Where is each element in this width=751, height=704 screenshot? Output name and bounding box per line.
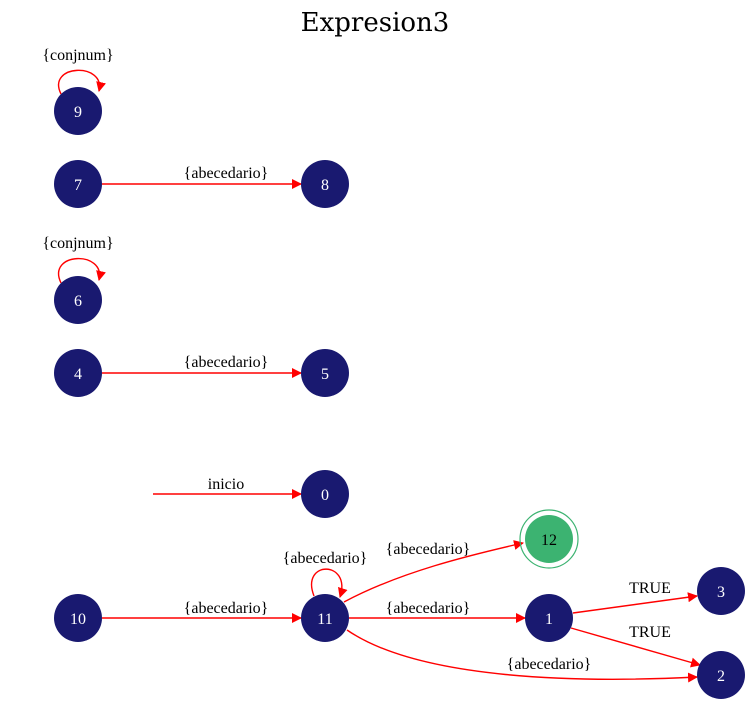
state-7: 7 bbox=[54, 160, 102, 208]
state-circle bbox=[54, 349, 102, 397]
state-circle bbox=[525, 594, 573, 642]
accept-state-12: 12 bbox=[519, 509, 579, 569]
transition-7-to-8: {abecedario} bbox=[102, 165, 302, 189]
diagram-title: Expresion3 bbox=[301, 8, 450, 38]
transition-9-to-9: {conjnum} bbox=[42, 47, 114, 95]
state-label: 10 bbox=[70, 611, 86, 628]
state-2: 2 bbox=[697, 651, 745, 699]
transition-label: {conjnum} bbox=[42, 47, 113, 64]
state-3: 3 bbox=[697, 567, 745, 615]
state-label: 5 bbox=[321, 366, 329, 383]
transition-arrow bbox=[58, 257, 106, 284]
state-label: 0 bbox=[321, 487, 329, 504]
transition-11-to-11: {abecedario} bbox=[283, 550, 368, 598]
state-circle bbox=[54, 160, 102, 208]
state-circle bbox=[301, 349, 349, 397]
state-0: 0 bbox=[301, 470, 349, 518]
transition-label: {abecedario} bbox=[184, 600, 269, 617]
state-label: 6 bbox=[74, 293, 82, 310]
transition-label: {abecedario} bbox=[184, 354, 269, 371]
state-label: 2 bbox=[717, 668, 725, 685]
transition-start-to-0: inicio bbox=[153, 476, 302, 499]
accept-ring bbox=[519, 509, 579, 569]
transition-arrow bbox=[572, 592, 698, 614]
state-circle bbox=[525, 515, 573, 563]
transition-label: {conjnum} bbox=[42, 235, 113, 252]
transition-6-to-6: {conjnum} bbox=[42, 235, 114, 284]
state-label: 3 bbox=[717, 584, 725, 601]
state-1: 1 bbox=[525, 594, 573, 642]
state-label: 8 bbox=[321, 177, 329, 194]
state-circle bbox=[54, 594, 102, 642]
state-11: 11 bbox=[301, 594, 349, 642]
state-circle bbox=[301, 470, 349, 518]
state-label: 1 bbox=[545, 611, 553, 628]
state-8: 8 bbox=[301, 160, 349, 208]
state-label: 9 bbox=[74, 104, 82, 121]
transition-arrow bbox=[58, 69, 106, 95]
transition-label: {abecedario} bbox=[386, 600, 471, 617]
state-label: 4 bbox=[74, 366, 82, 383]
transition-arrow bbox=[570, 627, 701, 668]
transition-arrow bbox=[343, 540, 524, 603]
state-circle bbox=[697, 567, 745, 615]
transition-4-to-5: {abecedario} bbox=[102, 354, 302, 378]
transition-10-to-11: {abecedario} bbox=[102, 600, 302, 623]
transition-1-to-3: TRUE bbox=[572, 580, 698, 614]
transition-1-to-2: TRUE bbox=[570, 624, 701, 668]
transition-label: TRUE bbox=[629, 580, 671, 597]
transition-label: {abecedario} bbox=[507, 656, 592, 673]
state-label: 11 bbox=[317, 611, 332, 628]
state-circle bbox=[697, 651, 745, 699]
state-9: 9 bbox=[54, 87, 102, 135]
state-10: 10 bbox=[54, 594, 102, 642]
transition-11-to-1: {abecedario} bbox=[349, 600, 526, 623]
transition-11-to-2: {abecedario} bbox=[346, 629, 698, 683]
transition-label: {abecedario} bbox=[283, 550, 368, 567]
state-label: 7 bbox=[74, 177, 82, 194]
state-circle bbox=[301, 160, 349, 208]
transition-label: {abecedario} bbox=[386, 541, 471, 558]
state-5: 5 bbox=[301, 349, 349, 397]
transition-label: inicio bbox=[208, 476, 244, 493]
state-6: 6 bbox=[54, 276, 102, 324]
state-4: 4 bbox=[54, 349, 102, 397]
state-circle bbox=[54, 87, 102, 135]
state-circle bbox=[301, 594, 349, 642]
transition-label: {abecedario} bbox=[184, 165, 269, 182]
state-circle bbox=[54, 276, 102, 324]
transition-arrow bbox=[346, 629, 698, 683]
transition-11-to-12: {abecedario} bbox=[343, 540, 524, 603]
state-label: 12 bbox=[541, 532, 557, 549]
transition-label: TRUE bbox=[629, 624, 671, 641]
transition-arrow bbox=[311, 568, 348, 598]
